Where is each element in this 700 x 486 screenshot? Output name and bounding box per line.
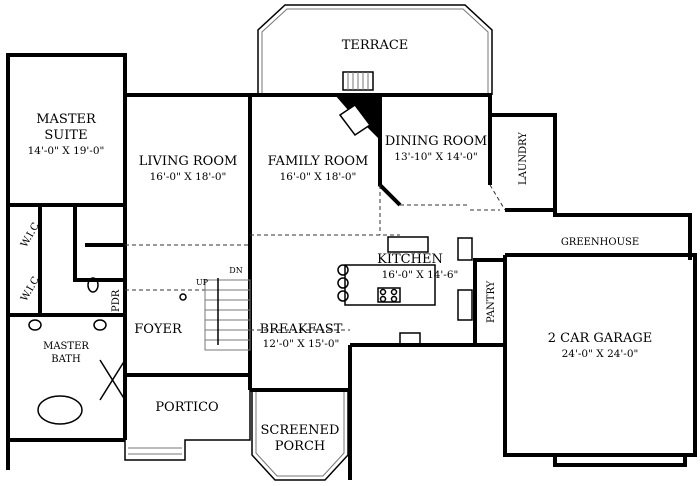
stairs-down-label: DN [229, 266, 242, 275]
master-bath-label: MASTER [43, 341, 89, 352]
living-room-dimensions: 16'-0" X 18'-0" [150, 171, 227, 183]
greenhouse-label: GREENHOUSE [561, 237, 639, 248]
master-suite-dimensions: 14'-0" X 19'-0" [28, 145, 105, 157]
kitchen-dimensions: 16'-0" X 14'-6" [382, 269, 459, 281]
family-room-dimensions: 16'-0" X 18'-0" [280, 171, 357, 183]
kitchen-sink [399, 332, 421, 346]
dining-room-label: DINING ROOM [385, 134, 487, 149]
pantry-label: PANTRY [486, 280, 497, 323]
garage-label: 2 CAR GARAGE [548, 331, 652, 346]
garage-dimensions: 24'-0" X 24'-0" [562, 348, 639, 360]
bar-stool [337, 264, 349, 276]
kitchen-island [344, 264, 436, 306]
stairs-up-label: UP [196, 278, 209, 287]
bathtub [37, 395, 83, 425]
terrace-label: TERRACE [342, 38, 409, 53]
living-room-label: LIVING ROOM [139, 154, 238, 169]
family-room-label: FAMILY ROOM [268, 154, 369, 169]
dining-room-dimensions: 13'-10" X 14'-0" [394, 151, 477, 163]
vanity-sink [93, 319, 107, 331]
laundry-label: LAUNDRY [518, 132, 529, 185]
bar-stool [337, 277, 349, 289]
breakfast-label: BREAKFAST [260, 322, 343, 337]
toilet [87, 277, 99, 293]
pdr-label: PDR [111, 289, 122, 312]
portico-label: PORTICO [155, 400, 218, 415]
cooktop [377, 287, 401, 303]
room-dividers [125, 184, 506, 331]
kitchen-fixtures [337, 236, 473, 346]
foyer-label: FOYER [134, 322, 183, 337]
staircase [179, 278, 251, 351]
master-suite-label: MASTER [36, 112, 97, 127]
screened-porch-label: SCREENED [261, 423, 340, 438]
portico-outline [124, 390, 251, 461]
terrace [257, 4, 493, 95]
kitchen-label: KITCHEN [377, 252, 443, 267]
bath-fixtures [28, 277, 126, 425]
vanity-sink [28, 319, 42, 331]
screened-porch-outline [251, 390, 349, 481]
master-suite-label-2: SUITE [44, 128, 87, 143]
screened-porch-label-2: PORCH [275, 439, 325, 454]
master-bath-label-2: BATH [51, 354, 81, 365]
breakfast-dimensions: 12'-0" X 15'-0" [263, 338, 340, 350]
bar-stool [337, 290, 349, 302]
